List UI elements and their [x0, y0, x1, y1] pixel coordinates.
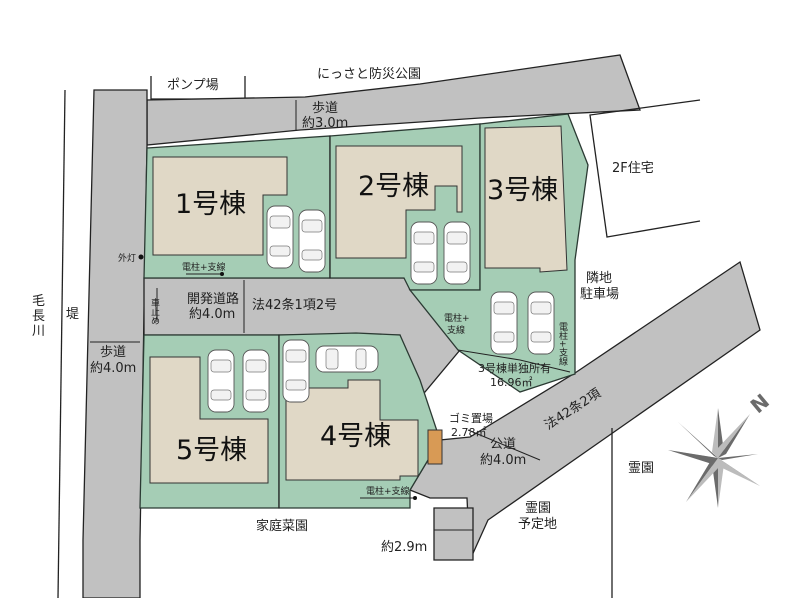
garbage-label-2: 2.78㎡: [451, 426, 487, 439]
left-sidewalk: [82, 89, 148, 598]
cemetery-label: 霊園: [628, 461, 654, 476]
pole-label-lot3: 電柱+支線: [557, 322, 568, 366]
lot3-own-label-2: 16.96㎡: [490, 376, 533, 389]
lot3-own-boundary: [457, 349, 571, 373]
top-sidewalk: [146, 54, 641, 146]
river-label-1: 毛: [32, 294, 45, 309]
neighbor-parking-label-1: 隣地: [586, 270, 612, 286]
lot-4-label: 4号棟: [320, 421, 391, 452]
left-sidewalk-width: 約4.0m: [90, 361, 136, 376]
embankment-label: 堤: [66, 307, 79, 322]
garden-label: 家庭菜園: [256, 518, 308, 534]
dev-road-width: 約4.0m: [189, 307, 235, 322]
left-sidewalk-name: 歩道: [100, 345, 126, 360]
park-label: にっさと防災公園: [317, 66, 421, 82]
public-road-width: 約4.0m: [480, 453, 526, 468]
pole-label-lot4: 電柱+支線: [366, 485, 410, 497]
pole-label-lot1: 電柱+支線: [182, 261, 226, 273]
building-5: [149, 356, 269, 484]
lot-5-label: 5号棟: [176, 435, 247, 466]
river-embankment: [57, 89, 66, 598]
south-path-width: 約2.9m: [381, 540, 427, 555]
garbage-area: [427, 429, 443, 465]
pole-label-lot2-1: 電柱+: [444, 312, 470, 324]
river-label-3: 川: [32, 324, 45, 339]
house-label: 2F住宅: [612, 161, 654, 176]
cemetery-plan-label-1: 霊園: [525, 501, 551, 516]
top-sidewalk-width: 約3.0m: [302, 116, 348, 131]
river-label-2: 長: [32, 309, 45, 324]
lot-3-label: 3号棟: [487, 175, 558, 206]
garbage-label-1: ゴミ置場: [449, 411, 493, 425]
car-stop-label: 車止め: [149, 297, 160, 325]
pole-label-lot2-2: 支線: [447, 324, 465, 336]
lot-2-label: 2号棟: [358, 171, 429, 202]
south-path: [433, 507, 474, 561]
dev-road-law: 法42条1項2号: [252, 297, 337, 313]
top-sidewalk-name: 歩道: [312, 101, 338, 116]
neighbor-parking-label-2: 駐車場: [580, 287, 619, 302]
building-4: [285, 379, 419, 481]
lot3-own-label-1: 3号棟単独所有: [478, 361, 551, 375]
dev-road-name: 開発道路: [187, 291, 239, 307]
building-1: [152, 156, 288, 256]
cars: [207, 205, 555, 413]
building-2: [335, 145, 463, 259]
cemetery-plan-label-2: 予定地: [518, 517, 557, 532]
pump-label: ポンプ場: [167, 78, 219, 93]
light-icon: [138, 254, 144, 260]
dimension-lines: [90, 100, 541, 531]
light-label: 外灯: [118, 252, 136, 264]
neighbor-house: [589, 99, 701, 238]
public-road: [409, 260, 761, 561]
lot-1-label: 1号棟: [175, 189, 246, 220]
compass-icon: [668, 408, 760, 508]
north-label: N: [746, 389, 774, 418]
building-3: [484, 125, 568, 273]
public-road-name: 公道: [490, 437, 516, 452]
